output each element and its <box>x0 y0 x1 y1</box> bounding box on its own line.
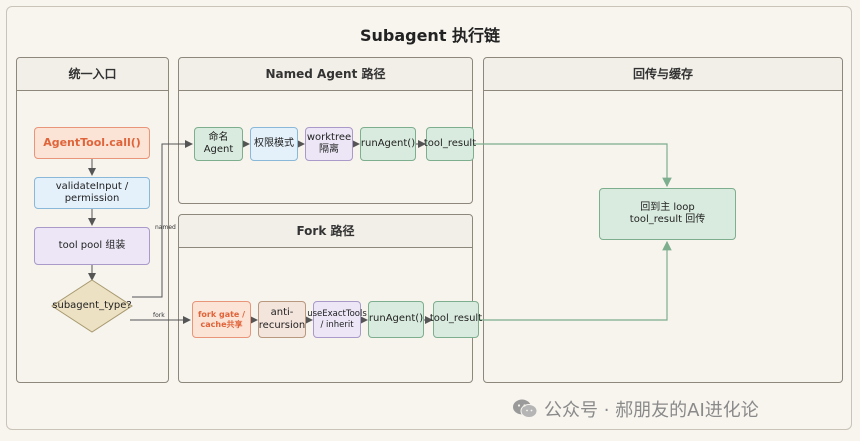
watermark-text: 公众号 · 郝朋友的AI进化论 <box>544 400 759 421</box>
node-tool-pool: tool pool 组装 <box>34 227 150 265</box>
node-run-agent-fork: runAgent() <box>368 301 424 338</box>
edge-label-named: named <box>155 224 176 231</box>
node-subagent-type: subagent_type? <box>52 299 132 311</box>
node-tool-result-named: tool_result <box>424 127 476 161</box>
watermark: 公众号 · 郝朋友的AI进化论 <box>512 396 759 422</box>
node-return-main: 回到主 loop tool_result 回传 <box>599 188 736 240</box>
node-anti-recursion: anti- recursion <box>258 301 306 338</box>
panel-return-header: 回传与缓存 <box>484 58 842 91</box>
node-validate-input: validateInput / permission <box>34 177 150 209</box>
edge-type-to-named <box>132 140 193 298</box>
panel-named-header: Named Agent 路径 <box>179 58 472 91</box>
panel-entry-header: 统一入口 <box>17 58 168 91</box>
node-agent-tool-call: AgentTool.call() <box>34 127 150 159</box>
diagram-title: Subagent 执行链 <box>359 26 501 45</box>
node-fork-gate: fork gate / cache共享 <box>192 301 251 338</box>
edge-result-named-to-return <box>474 143 672 188</box>
edge-result-fork-to-return <box>479 240 672 321</box>
node-tool-result-fork: tool_result <box>430 301 482 338</box>
node-worktree: worktree 隔离 <box>305 127 353 161</box>
node-named-agent: 命名 Agent <box>194 127 243 161</box>
edge-label-fork: fork <box>153 312 165 319</box>
node-run-agent-named: runAgent() <box>360 127 416 161</box>
subagent-type-diamond <box>51 279 133 333</box>
wechat-icon <box>513 399 538 418</box>
panel-fork-header: Fork 路径 <box>179 215 472 248</box>
panel-fork: Fork 路径 <box>178 214 473 383</box>
panel-named: Named Agent 路径 <box>178 57 473 204</box>
node-use-exact-tools: useExactTools / inherit <box>307 301 367 338</box>
node-perm-mode: 权限模式 <box>250 127 298 161</box>
